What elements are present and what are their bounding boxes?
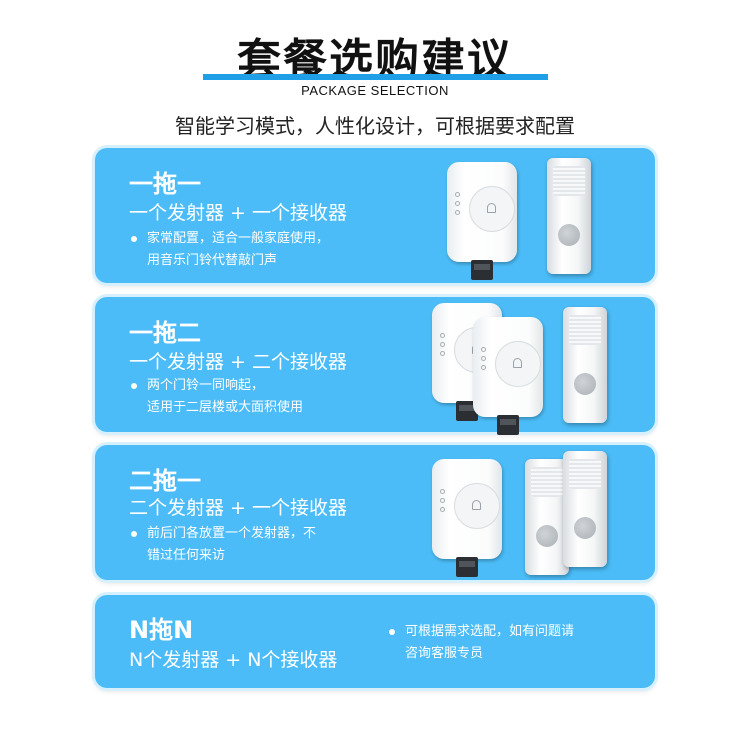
receiver-image <box>547 158 591 274</box>
description-line: 咨询客服专员 <box>405 646 484 661</box>
package-card-4[interactable]: N拖N N个发射器 + N个接收器 可根据需求选配，如有问题请 咨询客服专员 <box>95 595 655 688</box>
package-card-3[interactable]: 二拖一 二个发射器 + 一个接收器 前后门各放置一个发射器，不 错过任何来访 <box>95 445 655 580</box>
page-subtitle-english: PACKAGE SELECTION <box>301 83 449 98</box>
bullet-dot-icon <box>389 629 395 635</box>
description-line: 用音乐门铃代替敲门声 <box>147 253 278 268</box>
bell-icon <box>487 203 496 213</box>
package-title: 一拖二 <box>129 319 201 347</box>
description-line: 可根据需求选配，如有问题请 <box>405 624 575 639</box>
package-composition: 二个发射器 + 一个接收器 <box>129 497 347 519</box>
transmitter-image <box>473 317 543 435</box>
package-description: 家常配置，适合一般家庭使用， 用音乐门铃代替敲门声 <box>131 228 330 272</box>
description-line: 前后门各放置一个发射器，不 <box>147 526 317 541</box>
package-title: 一拖一 <box>129 170 201 198</box>
title-underline <box>203 74 548 80</box>
bell-icon <box>472 500 481 510</box>
bullet-dot-icon <box>131 531 137 537</box>
receiver-image <box>525 459 569 575</box>
description-line: 错过任何来访 <box>147 548 226 563</box>
bullet-dot-icon <box>131 236 137 242</box>
package-composition: 一个发射器 + 二个接收器 <box>129 351 347 373</box>
receiver-image <box>563 451 607 567</box>
package-title: N拖N <box>129 616 194 644</box>
page-header: 套餐选购建议 PACKAGE SELECTION 智能学习模式，人性化设计，可根… <box>0 0 750 145</box>
package-card-1[interactable]: 一拖一 一个发射器 + 一个接收器 家常配置，适合一般家庭使用， 用音乐门铃代替… <box>95 148 655 283</box>
tagline: 智能学习模式，人性化设计，可根据要求配置 <box>175 114 575 138</box>
transmitter-image <box>432 459 502 577</box>
description-line: 家常配置，适合一般家庭使用， <box>147 231 330 246</box>
package-composition: 一个发射器 + 一个接收器 <box>129 202 347 224</box>
receiver-image <box>563 307 607 423</box>
package-composition: N个发射器 + N个接收器 <box>129 649 338 671</box>
package-title: 二拖一 <box>129 467 201 495</box>
package-card-2[interactable]: 一拖二 一个发射器 + 二个接收器 两个门铃一同响起， 适用于二层楼或大面积使用 <box>95 297 655 435</box>
bell-icon <box>513 358 522 368</box>
package-description: 两个门铃一同响起， 适用于二层楼或大面积使用 <box>131 375 304 419</box>
package-description: 可根据需求选配，如有问题请 咨询客服专员 <box>389 621 575 665</box>
bullet-dot-icon <box>131 383 137 389</box>
description-line: 两个门铃一同响起， <box>147 378 265 393</box>
package-description: 前后门各放置一个发射器，不 错过任何来访 <box>131 523 317 567</box>
description-line: 适用于二层楼或大面积使用 <box>147 400 304 415</box>
transmitter-image <box>447 162 517 280</box>
